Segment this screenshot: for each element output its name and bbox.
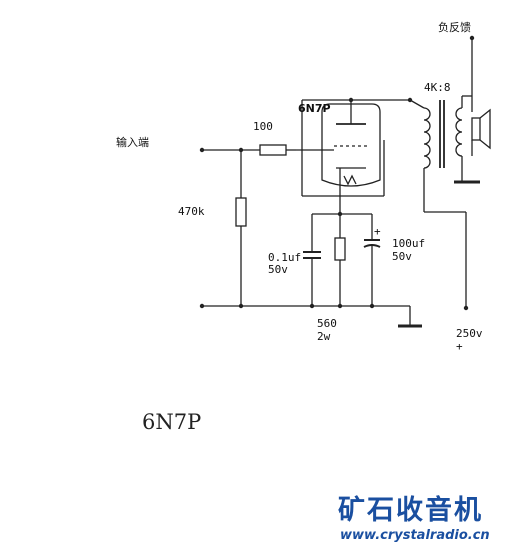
grid-resistor bbox=[259, 144, 287, 156]
cathode-resistor-label: 560 bbox=[317, 317, 337, 330]
speaker-magnet bbox=[471, 117, 481, 141]
electrolytic-voltage-label: 50v bbox=[392, 250, 412, 263]
grid-leak-resistor bbox=[235, 197, 247, 227]
cathode-resistor-power-label: 2w bbox=[317, 330, 331, 343]
node-ground-1 bbox=[238, 303, 244, 309]
electrolytic-plate-bottom bbox=[363, 244, 381, 248]
tube-label: 6N7P bbox=[298, 102, 331, 115]
supply-voltage-label: 250v bbox=[456, 327, 483, 340]
node-plate bbox=[348, 97, 354, 103]
node-cathode bbox=[337, 211, 343, 217]
grid-resistor-label: 100 bbox=[253, 120, 273, 133]
speaker-cone bbox=[479, 108, 491, 150]
caption: 6N7P bbox=[142, 410, 202, 434]
terminal-supply bbox=[463, 305, 469, 311]
transformer-secondary bbox=[455, 107, 463, 157]
input-label: 输入端 bbox=[116, 136, 149, 149]
electrolytic-polarity-label: + bbox=[374, 225, 381, 238]
bypass-cap-voltage-label: 50v bbox=[268, 263, 288, 276]
node-grid bbox=[238, 147, 244, 153]
transformer-primary bbox=[423, 107, 431, 169]
node-ground-4 bbox=[369, 303, 375, 309]
watermark-title: 矿石收音机 bbox=[338, 495, 483, 526]
node-ground-3 bbox=[337, 303, 343, 309]
cathode-resistor bbox=[334, 237, 346, 261]
node-ground-2 bbox=[309, 303, 315, 309]
terminal-feedback bbox=[469, 35, 475, 41]
node-primary bbox=[407, 97, 413, 103]
grid-leak-label: 470k bbox=[178, 205, 205, 218]
transformer-ratio-label: 4K:8 bbox=[424, 81, 451, 94]
terminal-input-ground bbox=[199, 303, 205, 309]
terminal-input bbox=[199, 147, 205, 153]
tube-heater bbox=[343, 174, 357, 186]
feedback-label: 负反馈 bbox=[438, 21, 471, 34]
electrolytic-value-label: 100uf bbox=[392, 237, 426, 250]
tube-envelope bbox=[321, 103, 381, 187]
supply-polarity-label: + bbox=[456, 340, 463, 353]
bypass-cap-value-label: 0.1uf bbox=[268, 251, 302, 264]
primary-lead-top bbox=[409, 99, 425, 109]
watermark-url: www.crystalradio.cn bbox=[340, 528, 490, 543]
